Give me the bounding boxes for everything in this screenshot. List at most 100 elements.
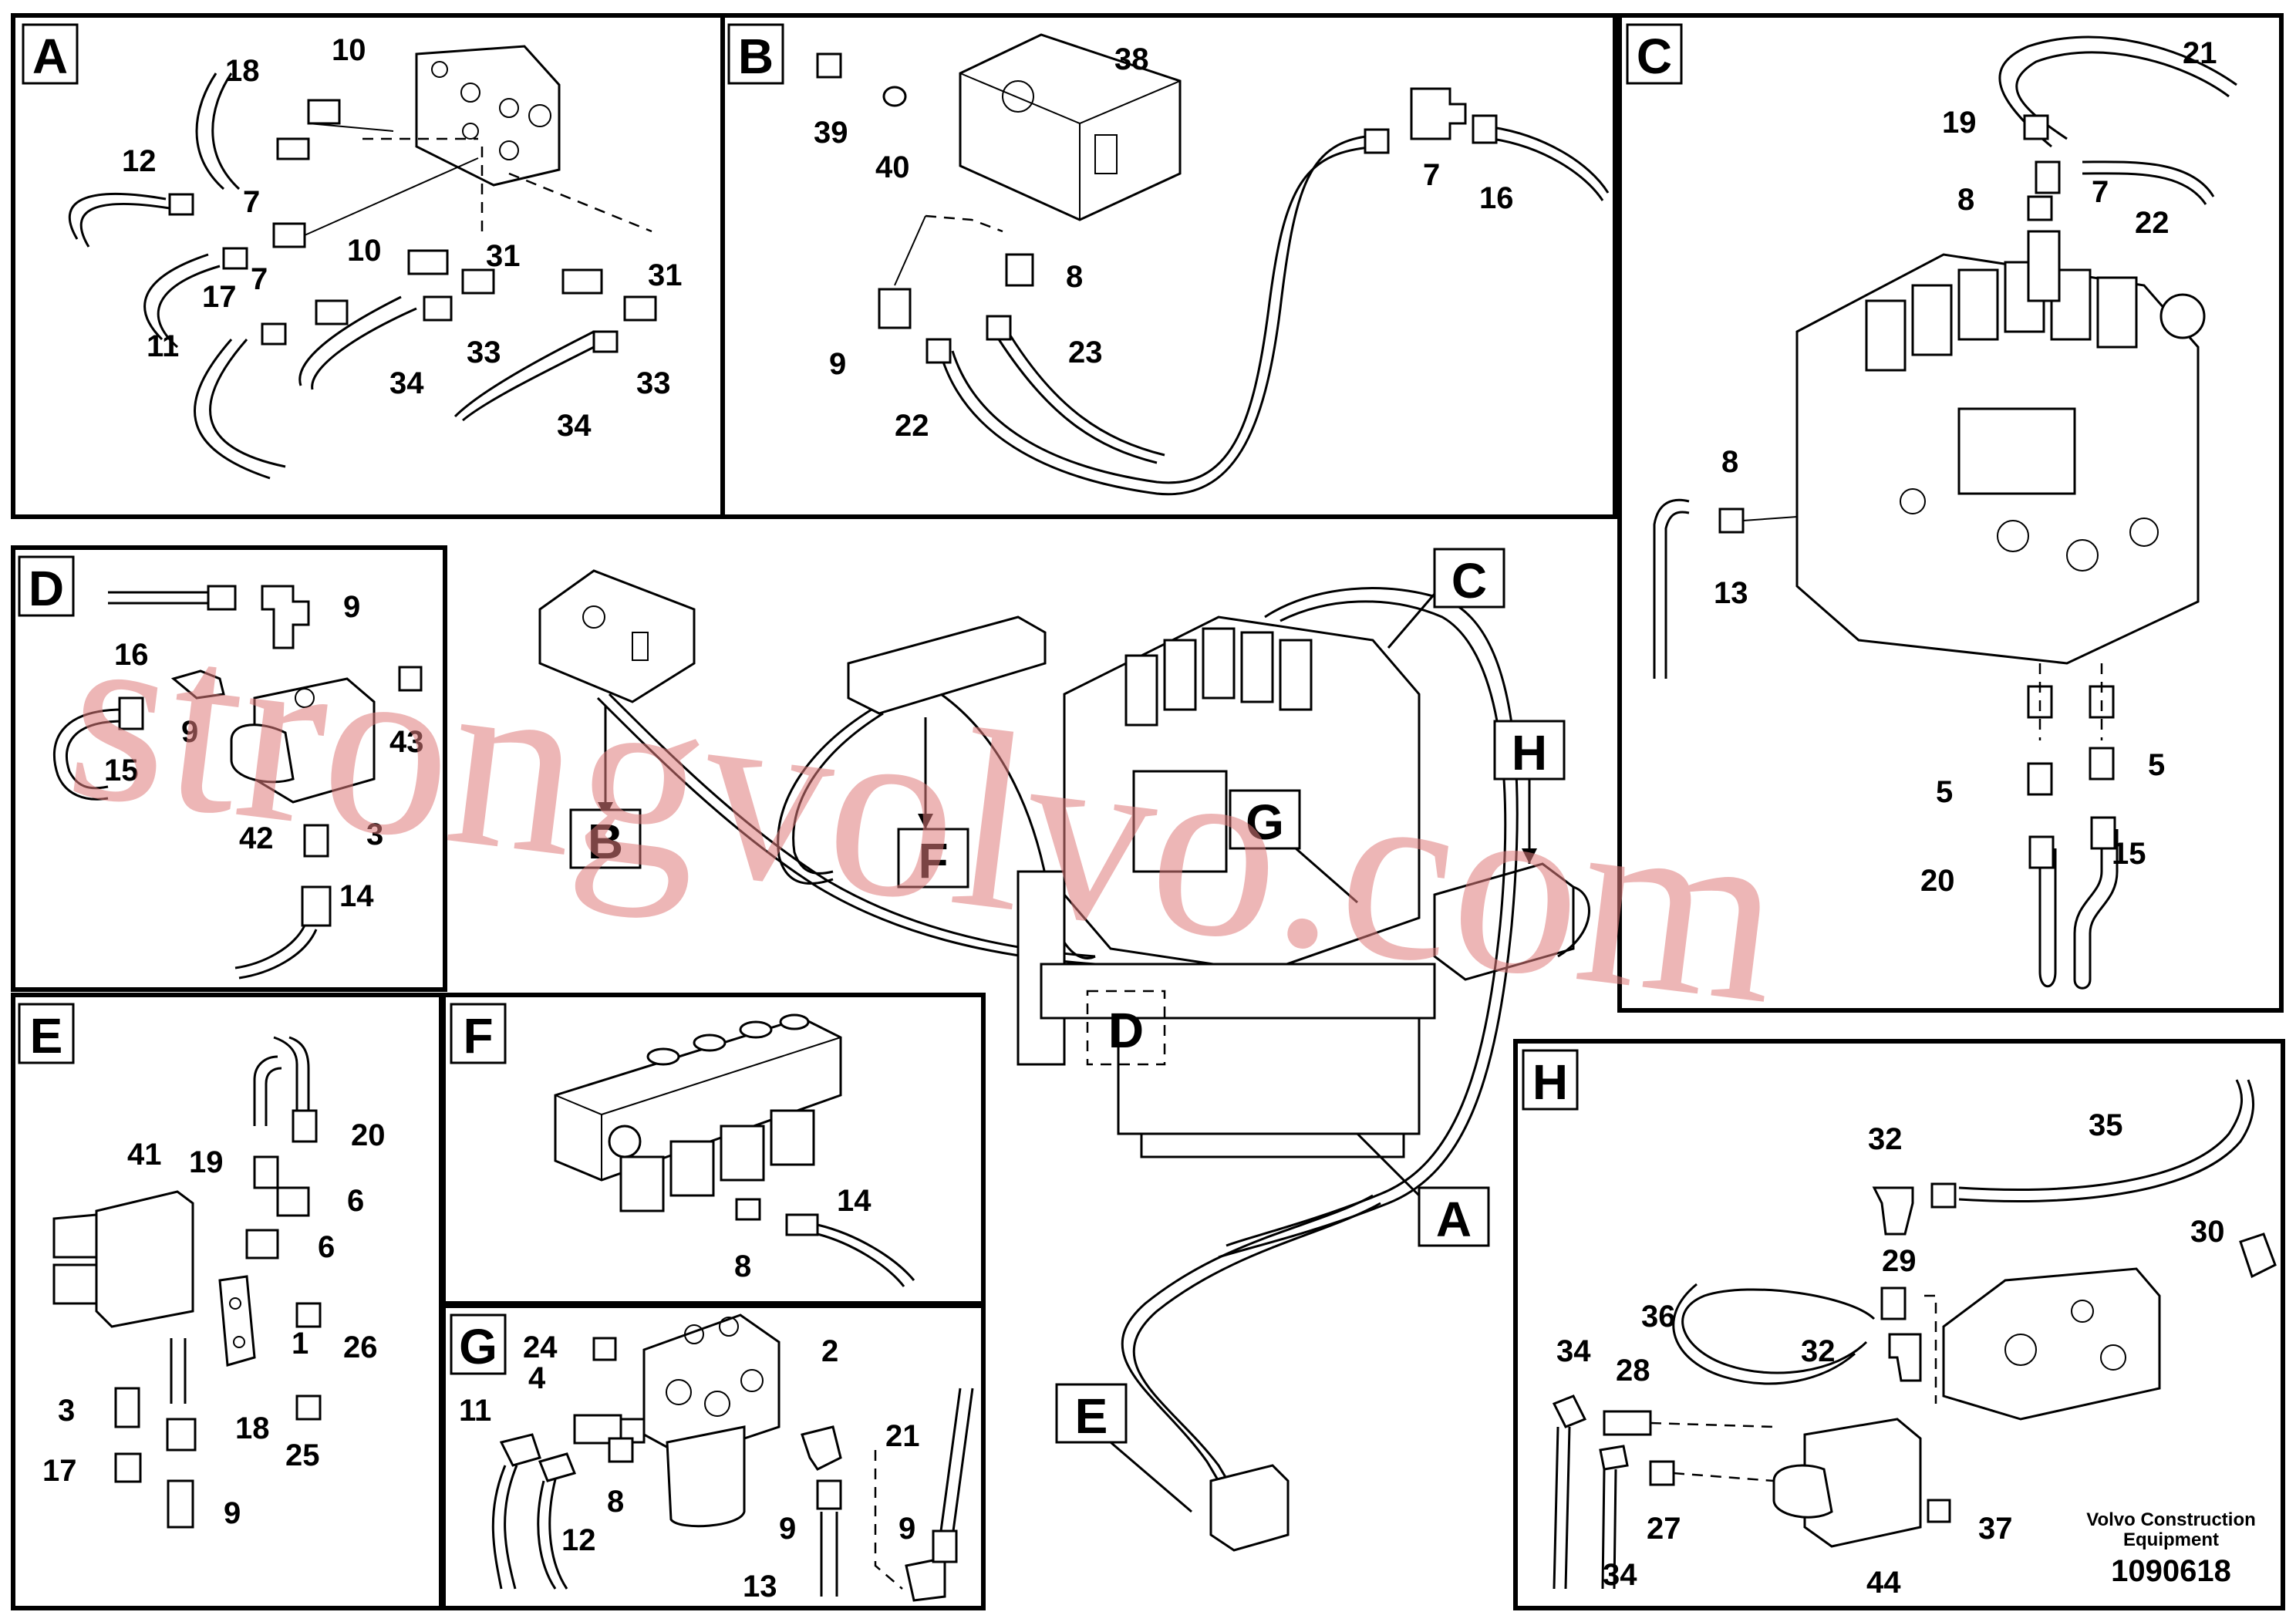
label-c-5b: 5 xyxy=(2148,748,2165,782)
panel-e-letter: E xyxy=(30,1008,63,1064)
label-c-15: 15 xyxy=(2112,837,2146,871)
label-a-7a: 7 xyxy=(243,185,260,219)
label-h-44: 44 xyxy=(1866,1566,1901,1600)
label-e-6b: 6 xyxy=(318,1230,335,1264)
panel-frames xyxy=(11,13,2285,1610)
label-e-26: 26 xyxy=(343,1330,378,1364)
label-b-9: 9 xyxy=(829,347,846,381)
label-e-18: 18 xyxy=(235,1411,270,1445)
label-c-22: 22 xyxy=(2135,206,2170,240)
label-c-5a: 5 xyxy=(1936,775,1953,809)
panel-d-letter: D xyxy=(29,561,64,616)
brand-line-2: Equipment xyxy=(2123,1529,2219,1550)
label-h-30: 30 xyxy=(2190,1215,2225,1249)
panel-b: B 39 40 38 7 16 8 9 23 22 xyxy=(727,23,1610,496)
callout-f: F xyxy=(918,833,948,889)
panel-c-letter: C xyxy=(1637,29,1672,84)
label-d-3: 3 xyxy=(366,818,383,851)
label-e-9: 9 xyxy=(224,1496,241,1530)
label-a-7b: 7 xyxy=(251,262,268,296)
label-a-11: 11 xyxy=(147,329,179,363)
label-e-20: 20 xyxy=(351,1118,386,1152)
callout-h: H xyxy=(1512,725,1547,781)
label-c-19: 19 xyxy=(1942,106,1977,140)
label-c-20: 20 xyxy=(1920,864,1955,898)
panel-a-letter: A xyxy=(32,29,68,84)
label-a-34a: 34 xyxy=(389,366,424,400)
panel-f: F 14 8 xyxy=(450,1003,915,1287)
panel-h-letter: H xyxy=(1532,1054,1568,1110)
label-d-42: 42 xyxy=(239,821,274,855)
brand-line-1: Volvo Construction xyxy=(2086,1509,2256,1530)
label-e-19: 19 xyxy=(189,1145,224,1179)
label-b-38: 38 xyxy=(1114,42,1149,76)
label-a-12: 12 xyxy=(122,144,157,178)
label-c-21: 21 xyxy=(2183,36,2217,70)
label-f-8: 8 xyxy=(734,1249,751,1283)
label-e-3: 3 xyxy=(58,1394,75,1428)
panel-c: C 21 19 8 7 xyxy=(1626,23,2237,990)
label-h-36: 36 xyxy=(1641,1300,1676,1334)
label-g-4: 4 xyxy=(528,1361,546,1395)
label-b-39: 39 xyxy=(814,116,848,150)
label-a-33b: 33 xyxy=(636,366,671,400)
label-d-43: 43 xyxy=(389,725,424,759)
label-g-12: 12 xyxy=(561,1523,596,1557)
panel-g-letter: G xyxy=(459,1319,497,1374)
callout-a: A xyxy=(1436,1192,1472,1247)
label-b-7: 7 xyxy=(1423,158,1440,192)
label-e-1: 1 xyxy=(292,1327,308,1361)
label-a-17: 17 xyxy=(202,280,237,314)
label-g-9b: 9 xyxy=(899,1512,915,1546)
label-d-14: 14 xyxy=(339,879,374,913)
callout-d-text: D xyxy=(1108,1003,1144,1058)
panel-f-letter: F xyxy=(463,1008,493,1064)
label-h-28: 28 xyxy=(1616,1354,1650,1388)
callout-e: E xyxy=(1075,1388,1108,1444)
label-c-13: 13 xyxy=(1714,576,1748,610)
label-a-31a: 31 xyxy=(486,239,521,273)
panel-a: A 10 xyxy=(22,23,683,480)
label-a-18: 18 xyxy=(225,54,260,88)
label-e-6a: 6 xyxy=(347,1184,364,1218)
label-c-8b: 8 xyxy=(1721,445,1738,479)
label-d-9a: 9 xyxy=(343,590,360,624)
label-g-11: 11 xyxy=(459,1394,491,1428)
label-e-17: 17 xyxy=(42,1454,77,1488)
label-c-7: 7 xyxy=(2092,175,2109,209)
label-d-9b: 9 xyxy=(181,715,198,749)
label-d-16: 16 xyxy=(114,638,149,672)
label-a-10: 10 xyxy=(332,33,366,67)
label-h-34b: 34 xyxy=(1603,1558,1637,1592)
label-g-2: 2 xyxy=(821,1334,838,1368)
label-b-40: 40 xyxy=(875,150,910,184)
callout-b: B xyxy=(588,814,623,869)
label-h-35: 35 xyxy=(2089,1108,2123,1142)
panel-g: G 24 2 4 11 8 21 9 9 12 13 xyxy=(450,1313,974,1603)
callout-c: C xyxy=(1451,553,1487,609)
label-h-37: 37 xyxy=(1978,1512,2013,1546)
label-e-25: 25 xyxy=(285,1438,320,1472)
label-a-31b: 31 xyxy=(648,258,683,292)
panel-e: E 20 19 41 6 6 26 1 3 18 25 17 9 xyxy=(18,1003,386,1530)
main-assembly: D B F G C H A E xyxy=(538,548,1590,1552)
label-a-10b: 10 xyxy=(347,234,382,268)
label-a-33a: 33 xyxy=(467,336,501,369)
label-e-41: 41 xyxy=(127,1138,162,1172)
label-g-9a: 9 xyxy=(779,1512,796,1546)
label-g-21: 21 xyxy=(885,1419,920,1453)
label-b-8: 8 xyxy=(1066,260,1083,294)
label-b-23: 23 xyxy=(1068,336,1103,369)
label-h-32b: 32 xyxy=(1801,1334,1836,1368)
label-d-15: 15 xyxy=(104,754,139,787)
label-b-16: 16 xyxy=(1479,181,1514,215)
label-f-14: 14 xyxy=(837,1184,872,1218)
callout-g: G xyxy=(1246,794,1284,850)
label-h-29: 29 xyxy=(1882,1244,1917,1278)
label-b-22: 22 xyxy=(895,409,929,443)
panel-b-letter: B xyxy=(738,29,774,84)
label-g-24: 24 xyxy=(523,1330,558,1364)
label-h-27: 27 xyxy=(1647,1512,1681,1546)
label-h-32a: 32 xyxy=(1868,1122,1903,1156)
